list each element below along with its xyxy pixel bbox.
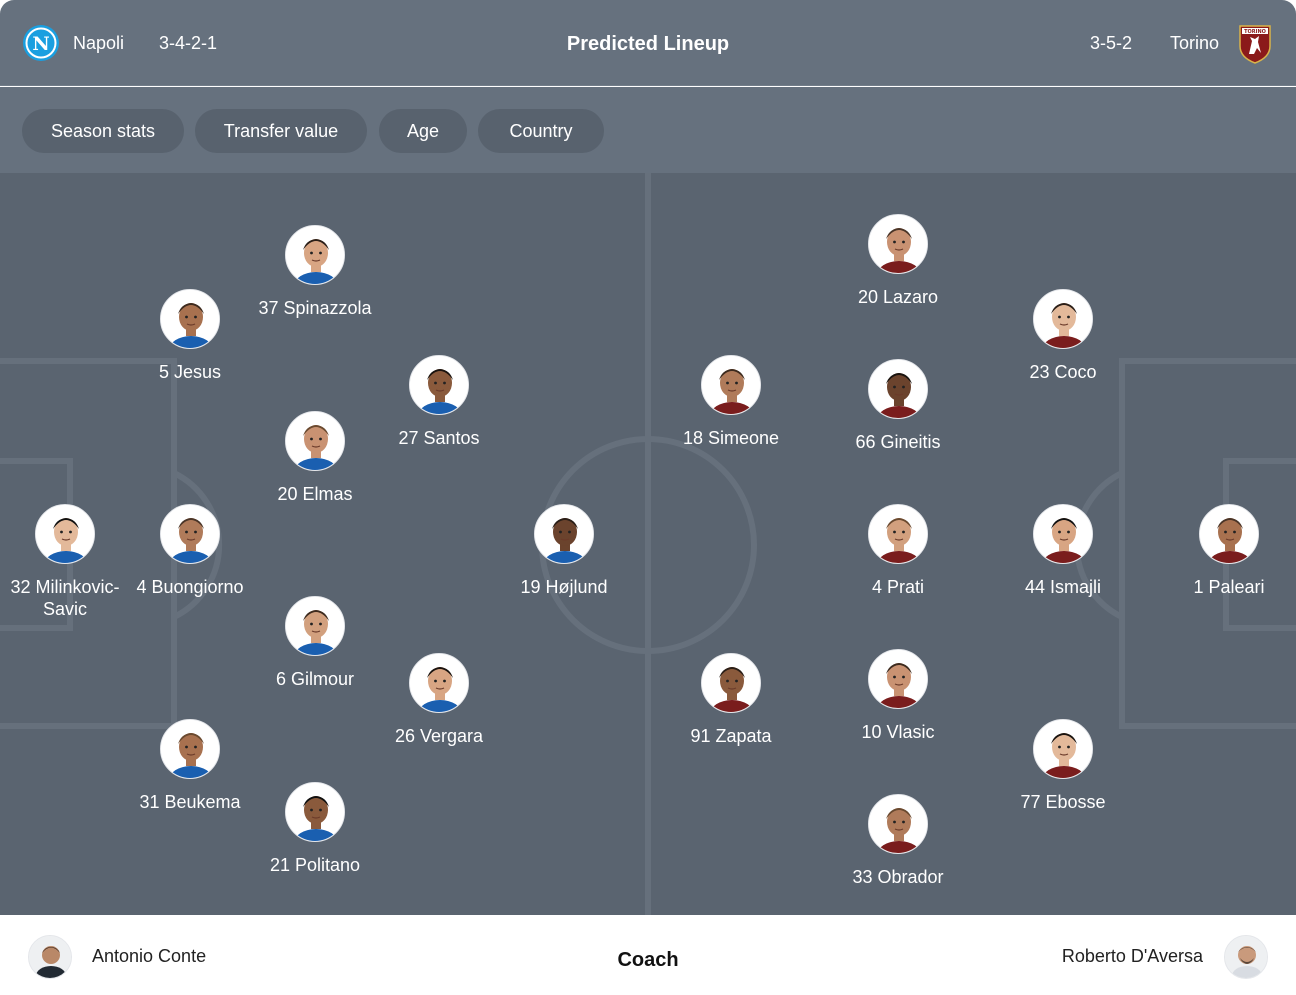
player-avatar[interactable] (868, 214, 928, 274)
player-name: 19 Højlund (520, 577, 608, 597)
player-home[interactable]: 6 Gilmour (240, 596, 390, 690)
away-coach-avatar[interactable] (1224, 935, 1268, 979)
player-name: 21 Politano (269, 855, 361, 875)
player-avatar[interactable] (868, 649, 928, 709)
player-away[interactable]: 44 Ismajli (988, 504, 1138, 598)
napoli-crest-icon[interactable]: N (22, 24, 60, 62)
player-away[interactable]: 4 Prati (823, 504, 973, 598)
filter-season-stats-button[interactable]: Season stats (22, 109, 184, 153)
player-name: 6 Gilmour (275, 669, 355, 689)
player-avatar[interactable] (285, 411, 345, 471)
lineup-header: N Napoli 3-4-2-1 Predicted Lineup 3-5-2 … (0, 0, 1296, 86)
player-away[interactable]: 33 Obrador (823, 794, 973, 888)
player-name: 33 Obrador (852, 867, 944, 887)
player-away[interactable]: 77 Ebosse (988, 719, 1138, 813)
home-coach-avatar[interactable] (28, 935, 72, 979)
player-avatar[interactable] (1033, 289, 1093, 349)
player-name: 27 Santos (398, 428, 480, 448)
player-home[interactable]: 5 Jesus (115, 289, 265, 383)
player-avatar[interactable] (285, 225, 345, 285)
svg-text:N: N (32, 33, 49, 55)
player-name: 4 Buongiorno (136, 577, 244, 597)
player-avatar[interactable] (534, 504, 594, 564)
player-name: 4 Prati (871, 577, 925, 597)
player-away[interactable]: 18 Simeone (656, 355, 806, 449)
player-name: 91 Zapata (690, 726, 772, 746)
away-coach-name[interactable]: Roberto D'Aversa (1061, 946, 1203, 966)
player-name: 23 Coco (1029, 362, 1097, 382)
player-away[interactable]: 23 Coco (988, 289, 1138, 383)
stat-filter-bar: Season stats Transfer value Age Country (0, 87, 1296, 173)
home-team-name[interactable]: Napoli (73, 33, 125, 53)
player-name: 32 Milinkovic-Savic (10, 577, 120, 619)
player-name: 20 Lazaro (857, 287, 939, 307)
player-avatar[interactable] (1199, 504, 1259, 564)
player-home[interactable]: 31 Beukema (115, 719, 265, 813)
home-coach-name[interactable]: Antonio Conte (92, 946, 207, 966)
player-home[interactable]: 19 Højlund (489, 504, 639, 598)
player-name: 18 Simeone (682, 428, 780, 448)
player-away[interactable]: 1 Paleari (1154, 504, 1296, 598)
filter-transfer-value-button[interactable]: Transfer value (195, 109, 367, 153)
player-home[interactable]: 32 Milinkovic-Savic (0, 504, 130, 620)
filter-country-button[interactable]: Country (478, 109, 604, 153)
player-name: 66 Gineitis (855, 432, 941, 452)
coach-footer: Antonio Conte Coach Roberto D'Aversa (0, 915, 1296, 995)
player-avatar[interactable] (285, 596, 345, 656)
svg-text:TORINO: TORINO (1244, 29, 1266, 35)
away-formation: 3-5-2 (1090, 33, 1133, 53)
player-avatar[interactable] (701, 355, 761, 415)
player-avatar[interactable] (160, 504, 220, 564)
player-avatar[interactable] (160, 289, 220, 349)
home-formation: 3-4-2-1 (159, 33, 218, 53)
player-avatar[interactable] (868, 359, 928, 419)
player-name: 44 Ismajli (1024, 577, 1102, 597)
player-avatar[interactable] (701, 653, 761, 713)
player-name: 20 Elmas (277, 484, 353, 504)
player-home[interactable]: 20 Elmas (240, 411, 390, 505)
player-name: 77 Ebosse (1020, 792, 1106, 812)
player-avatar[interactable] (1033, 719, 1093, 779)
pitch: 37 Spinazzola 5 Jesus 27 Santos 20 Elmas 32 … (0, 173, 1296, 915)
player-away[interactable]: 66 Gineitis (823, 359, 973, 453)
away-team-name[interactable]: Torino (1170, 33, 1220, 53)
player-avatar[interactable] (409, 355, 469, 415)
player-avatar[interactable] (1033, 504, 1093, 564)
player-home[interactable]: 21 Politano (240, 782, 390, 876)
player-name: 26 Vergara (394, 726, 484, 746)
player-away[interactable]: 10 Vlasic (823, 649, 973, 743)
player-avatar[interactable] (868, 794, 928, 854)
player-name: 10 Vlasic (861, 722, 935, 742)
player-name: 5 Jesus (158, 362, 222, 382)
torino-crest-icon[interactable]: TORINO (1236, 24, 1274, 64)
player-away[interactable]: 20 Lazaro (823, 214, 973, 308)
player-avatar[interactable] (285, 782, 345, 842)
player-name: 1 Paleari (1193, 577, 1265, 597)
player-home[interactable]: 4 Buongiorno (115, 504, 265, 598)
player-avatar[interactable] (35, 504, 95, 564)
filter-age-button[interactable]: Age (379, 109, 467, 153)
player-avatar[interactable] (868, 504, 928, 564)
player-home[interactable]: 37 Spinazzola (240, 225, 390, 319)
player-avatar[interactable] (160, 719, 220, 779)
player-away[interactable]: 91 Zapata (656, 653, 806, 747)
player-home[interactable]: 27 Santos (364, 355, 514, 449)
coach-section-title: Coach (617, 949, 679, 971)
player-avatar[interactable] (409, 653, 469, 713)
player-name: 31 Beukema (139, 792, 241, 812)
player-name: 37 Spinazzola (258, 298, 372, 318)
player-home[interactable]: 26 Vergara (364, 653, 514, 747)
